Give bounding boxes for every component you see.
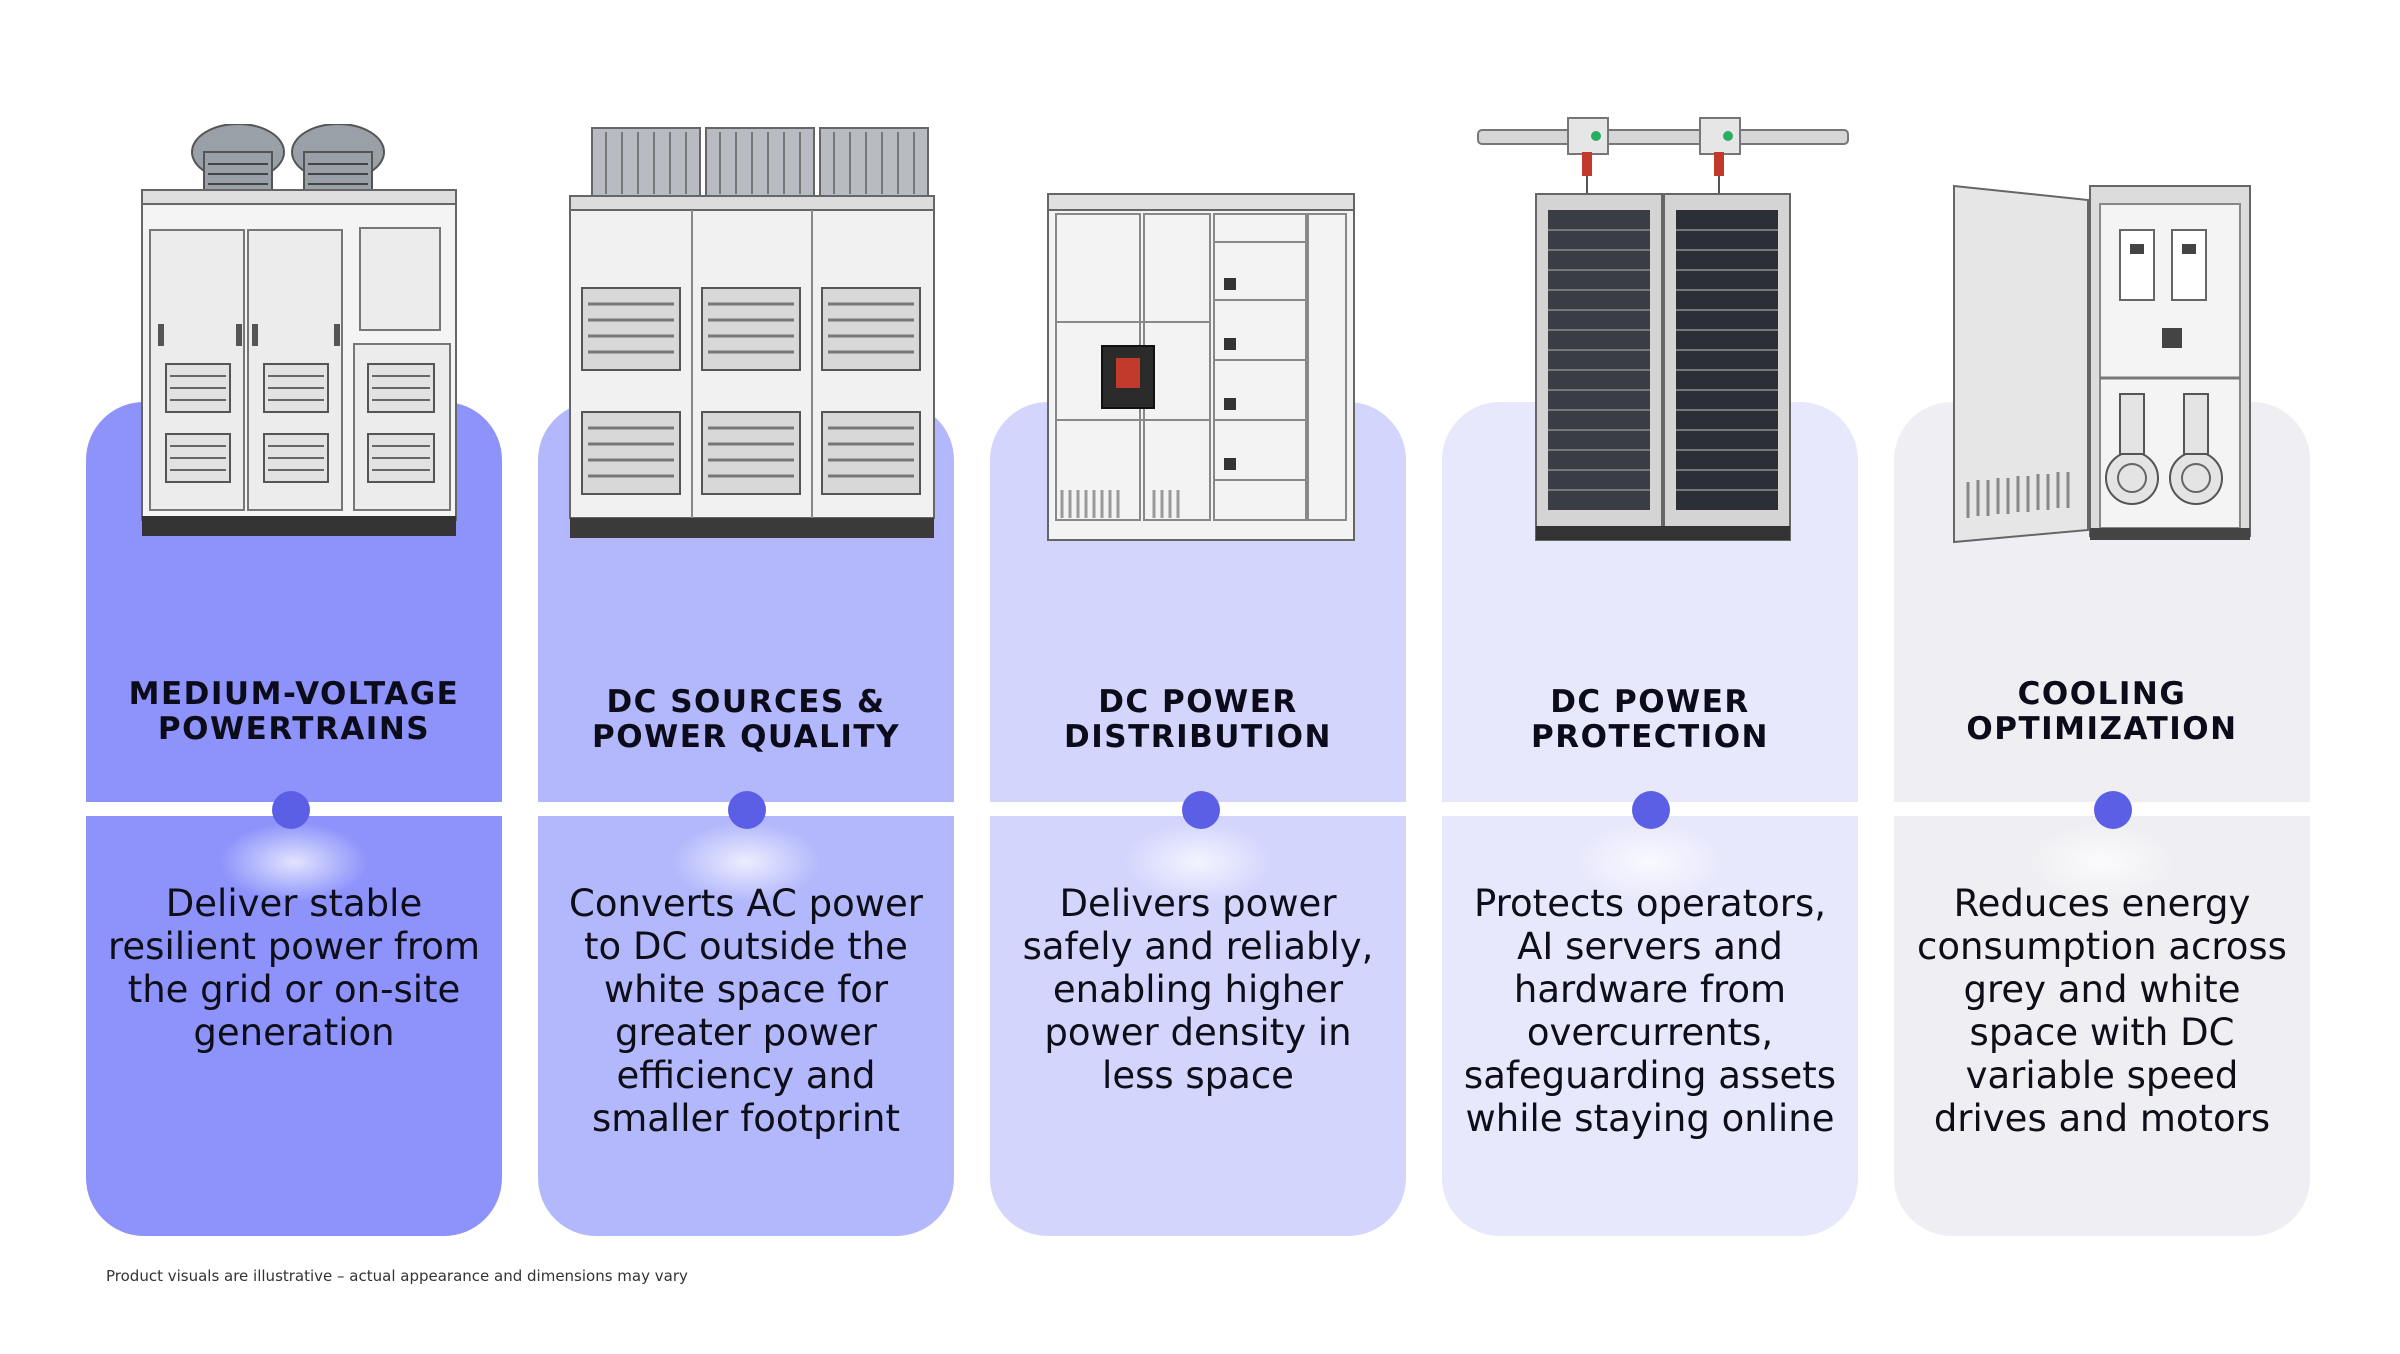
timeline-dot <box>1182 791 1220 829</box>
drive-pump-cabinet-icon <box>1953 184 2251 544</box>
card-title: DC POWER PROTECTION <box>1531 684 1769 755</box>
dot-glow <box>1575 822 1725 902</box>
server-rack-breaker-icon <box>1477 117 1849 541</box>
card-description: Reduces energy consumption across grey a… <box>1917 882 2287 1140</box>
timeline-dot <box>2094 791 2132 829</box>
card-description: Converts AC power to DC outside the whit… <box>569 882 923 1140</box>
card-title: COOLING OPTIMIZATION <box>1966 676 2238 747</box>
card-title: DC SOURCES & POWER QUALITY <box>591 684 901 755</box>
card-description: Delivers power safely and reliably, enab… <box>1022 882 1374 1097</box>
card-title: MEDIUM-VOLTAGE POWERTRAINS <box>128 676 460 747</box>
rectifier-cabinet-icon <box>569 127 935 538</box>
dot-glow <box>219 822 369 902</box>
timeline-dot <box>1632 791 1670 829</box>
card-medium-voltage: MEDIUM-VOLTAGE POWERTRAINS Deliver stabl… <box>86 402 502 1236</box>
card-description: Deliver stable resilient power from the … <box>108 882 480 1054</box>
dot-glow <box>2027 822 2177 902</box>
dot-glow <box>1123 822 1273 902</box>
timeline-dot <box>728 791 766 829</box>
switchgear-cabinet-icon <box>1047 193 1355 541</box>
timeline-dot <box>272 791 310 829</box>
footnote: Product visuals are illustrative – actua… <box>106 1267 688 1285</box>
card-title: DC POWER DISTRIBUTION <box>1064 684 1332 755</box>
medium-voltage-drive-cabinet-icon <box>141 124 457 536</box>
card-description: Protects operators, AI servers and hardw… <box>1463 882 1837 1140</box>
dot-glow <box>671 822 821 902</box>
